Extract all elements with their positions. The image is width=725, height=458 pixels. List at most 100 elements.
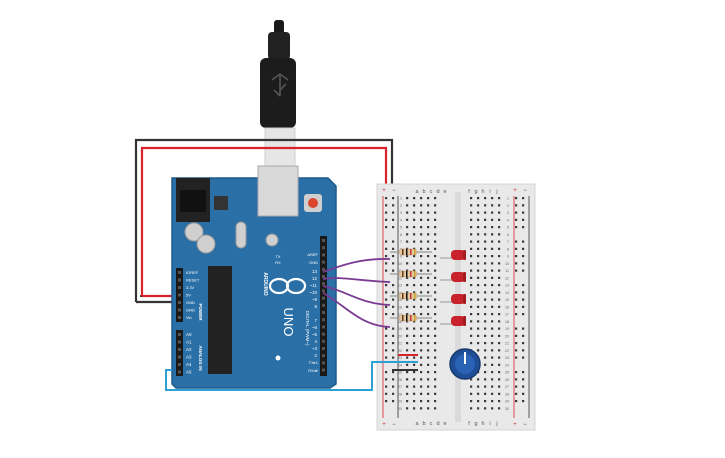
- breadboard-hole[interactable]: [434, 334, 437, 337]
- breadboard-hole[interactable]: [491, 247, 494, 250]
- breadboard-hole[interactable]: [491, 276, 494, 279]
- breadboard-hole[interactable]: [484, 226, 487, 229]
- breadboard-hole[interactable]: [420, 276, 423, 279]
- breadboard-hole[interactable]: [427, 356, 430, 359]
- breadboard-hole[interactable]: [413, 262, 416, 265]
- breadboard-hole[interactable]: [491, 226, 494, 229]
- header-pin[interactable]: [178, 340, 181, 344]
- breadboard-hole[interactable]: [491, 240, 494, 243]
- breadboard-hole[interactable]: [434, 284, 437, 287]
- breadboard-hole[interactable]: [498, 240, 501, 243]
- breadboard-hole[interactable]: [470, 334, 473, 337]
- breadboard-hole[interactable]: [498, 327, 501, 330]
- breadboard-hole[interactable]: [420, 262, 423, 265]
- breadboard-hole[interactable]: [477, 313, 480, 316]
- breadboard[interactable]: aabbccddeeffgghhiijj11223344556677889910…: [376, 183, 536, 431]
- breadboard-hole[interactable]: [484, 400, 487, 403]
- breadboard-hole[interactable]: [470, 291, 473, 294]
- wire-a0[interactable]: [165, 361, 418, 391]
- rail-hole[interactable]: [385, 313, 388, 316]
- wire-ground[interactable]: [134, 138, 394, 302]
- breadboard-hole[interactable]: [498, 226, 501, 229]
- rail-hole[interactable]: [385, 400, 388, 403]
- breadboard-hole[interactable]: [491, 363, 494, 366]
- breadboard-hole[interactable]: [477, 276, 480, 279]
- breadboard-hole[interactable]: [406, 233, 409, 236]
- rail-hole[interactable]: [385, 226, 388, 229]
- breadboard-hole[interactable]: [406, 197, 409, 200]
- breadboard-hole[interactable]: [470, 407, 473, 410]
- breadboard-hole[interactable]: [470, 255, 473, 258]
- rail-hole[interactable]: [385, 378, 388, 381]
- breadboard-hole[interactable]: [434, 240, 437, 243]
- breadboard-hole[interactable]: [491, 327, 494, 330]
- rail-hole[interactable]: [385, 291, 388, 294]
- breadboard-hole[interactable]: [470, 269, 473, 272]
- breadboard-hole[interactable]: [427, 211, 430, 214]
- breadboard-hole[interactable]: [470, 378, 473, 381]
- resistor[interactable]: [390, 314, 432, 322]
- breadboard-hole[interactable]: [420, 334, 423, 337]
- breadboard-hole[interactable]: [406, 407, 409, 410]
- breadboard-hole[interactable]: [477, 226, 480, 229]
- breadboard-hole[interactable]: [498, 197, 501, 200]
- breadboard-hole[interactable]: [413, 226, 416, 229]
- rail-hole[interactable]: [522, 356, 525, 359]
- breadboard-hole[interactable]: [484, 392, 487, 395]
- breadboard-hole[interactable]: [420, 255, 423, 258]
- breadboard-hole[interactable]: [491, 371, 494, 374]
- breadboard-hole[interactable]: [498, 407, 501, 410]
- breadboard-hole[interactable]: [413, 211, 416, 214]
- rail-hole[interactable]: [385, 356, 388, 359]
- rail-hole[interactable]: [392, 400, 395, 403]
- breadboard-hole[interactable]: [420, 349, 423, 352]
- rail-hole[interactable]: [522, 269, 525, 272]
- breadboard-hole[interactable]: [498, 313, 501, 316]
- led-red[interactable]: [440, 250, 466, 260]
- rail-hole[interactable]: [392, 211, 395, 214]
- breadboard-hole[interactable]: [434, 218, 437, 221]
- breadboard-hole[interactable]: [477, 378, 480, 381]
- breadboard-hole[interactable]: [470, 284, 473, 287]
- breadboard-hole[interactable]: [413, 197, 416, 200]
- rail-hole[interactable]: [522, 349, 525, 352]
- breadboard-hole[interactable]: [413, 204, 416, 207]
- breadboard-hole[interactable]: [427, 371, 430, 374]
- breadboard-hole[interactable]: [491, 349, 494, 352]
- rail-hole[interactable]: [515, 218, 518, 221]
- breadboard-hole[interactable]: [470, 204, 473, 207]
- breadboard-hole[interactable]: [470, 276, 473, 279]
- rail-hole[interactable]: [385, 197, 388, 200]
- breadboard-hole[interactable]: [434, 298, 437, 301]
- rail-hole[interactable]: [385, 262, 388, 265]
- wire-pin13[interactable]: [322, 258, 391, 273]
- breadboard-hole[interactable]: [434, 262, 437, 265]
- breadboard-hole[interactable]: [427, 400, 430, 403]
- breadboard-hole[interactable]: [413, 334, 416, 337]
- breadboard-hole[interactable]: [427, 407, 430, 410]
- breadboard-hole[interactable]: [427, 269, 430, 272]
- breadboard-hole[interactable]: [413, 305, 416, 308]
- rail-hole[interactable]: [392, 342, 395, 345]
- breadboard-hole[interactable]: [498, 262, 501, 265]
- breadboard-hole[interactable]: [477, 342, 480, 345]
- rail-hole[interactable]: [515, 327, 518, 330]
- rail-hole[interactable]: [522, 342, 525, 345]
- breadboard-hole[interactable]: [477, 269, 480, 272]
- rail-hole[interactable]: [385, 218, 388, 221]
- header-pin[interactable]: [178, 355, 181, 359]
- breadboard-hole[interactable]: [434, 363, 437, 366]
- breadboard-hole[interactable]: [420, 298, 423, 301]
- breadboard-hole[interactable]: [420, 363, 423, 366]
- rail-hole[interactable]: [515, 392, 518, 395]
- rail-hole[interactable]: [392, 334, 395, 337]
- breadboard-hole[interactable]: [491, 197, 494, 200]
- breadboard-hole[interactable]: [406, 298, 409, 301]
- header-pin[interactable]: [178, 308, 181, 312]
- breadboard-hole[interactable]: [427, 262, 430, 265]
- rail-hole[interactable]: [392, 305, 395, 308]
- breadboard-hole[interactable]: [484, 363, 487, 366]
- breadboard-hole[interactable]: [470, 262, 473, 265]
- header-pin[interactable]: [322, 260, 325, 264]
- rail-hole[interactable]: [385, 247, 388, 250]
